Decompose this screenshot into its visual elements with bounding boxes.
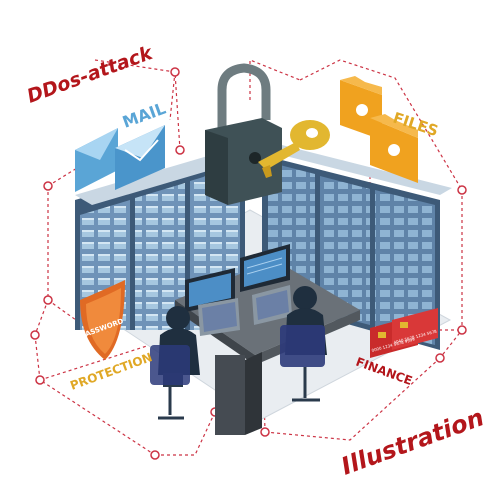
hacker-figure [280, 286, 327, 402]
credit-card-icon [370, 308, 438, 358]
laptop-icon [198, 285, 292, 336]
mail-envelope-icon [75, 125, 165, 192]
finance-label: FINANCE [354, 355, 414, 388]
ddos-attack-label: DDos-attack [24, 42, 156, 108]
folder-icon [340, 76, 418, 183]
protection-label: PROTECTION [68, 350, 154, 393]
monitor-icon [185, 244, 290, 312]
hacker-figure [150, 306, 200, 420]
mail-label: MAIL [120, 99, 168, 132]
shield-icon [80, 280, 125, 360]
lock-icon [205, 63, 282, 205]
illustration-label: Illustration [337, 403, 487, 480]
key-icon [258, 120, 330, 178]
